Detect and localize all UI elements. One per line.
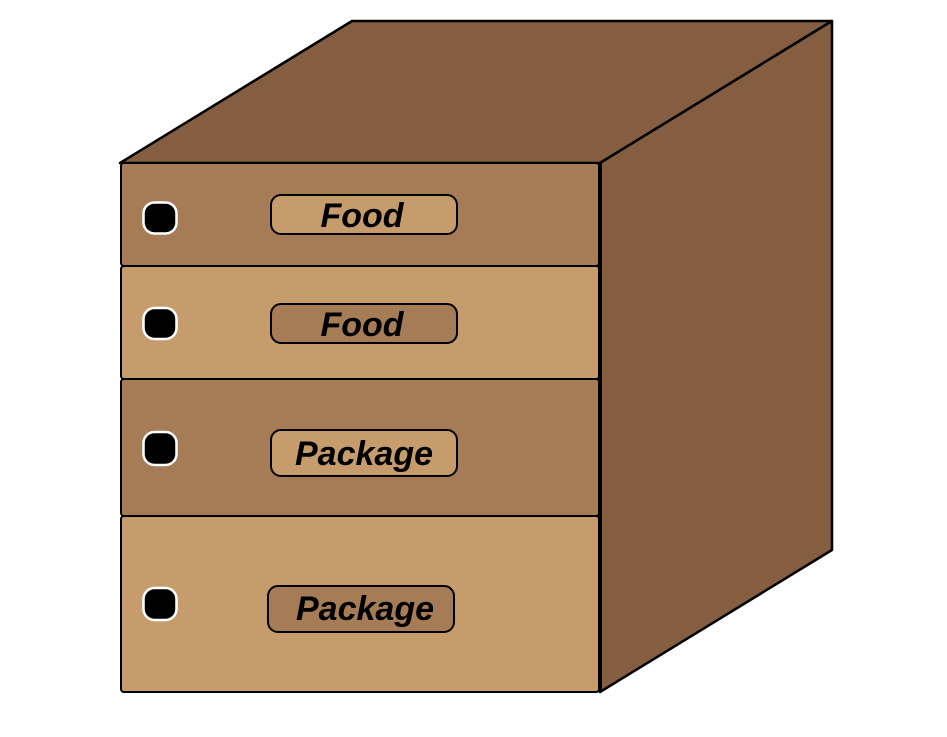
drawer-handle-icon[interactable] [142, 586, 178, 622]
drawer-1-handle[interactable] [142, 201, 178, 235]
drawer-3-handle[interactable] [142, 430, 178, 467]
drawer-4-handle[interactable] [142, 586, 178, 622]
drawer-4-label-plate [267, 585, 455, 633]
drawer-handle-icon[interactable] [142, 201, 178, 235]
drawer-1[interactable]: Food [120, 162, 600, 267]
drawer-3-label: Package [295, 435, 433, 473]
drawer-2-label-plate [270, 303, 458, 344]
drawer-1-label: Food [320, 197, 404, 235]
drawer-handle-icon[interactable] [142, 430, 178, 467]
drawer-2[interactable]: Food [120, 265, 600, 380]
drawer-1-label-plate [270, 194, 458, 235]
drawer-3-label-plate [270, 429, 458, 477]
drawer-4-label: Package [296, 590, 434, 628]
drawer-2-label: Food [320, 306, 404, 344]
drawer-2-handle[interactable] [142, 306, 178, 341]
drawer-4[interactable]: Package [120, 515, 600, 693]
drawer-3[interactable]: Package [120, 378, 600, 517]
drawer-handle-icon[interactable] [142, 306, 178, 341]
